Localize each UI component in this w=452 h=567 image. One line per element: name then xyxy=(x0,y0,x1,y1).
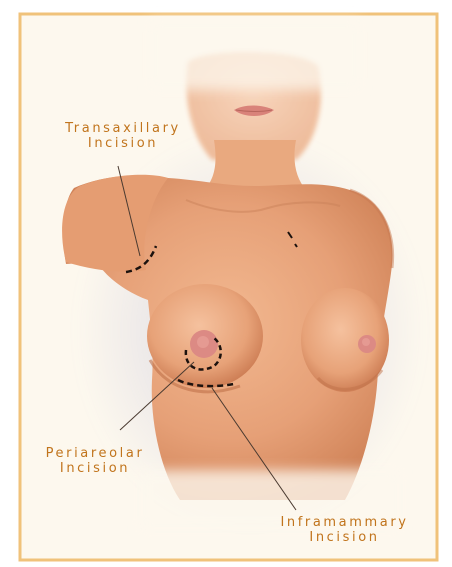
periareolar-label: Periareolar Incision xyxy=(20,446,170,476)
periareolar-label-line-2: Incision xyxy=(20,461,170,476)
periareolar-label-line-1: Periareolar xyxy=(20,446,170,461)
right-nipple xyxy=(362,338,370,346)
transaxillary-label-line-2: Incision xyxy=(28,136,218,151)
inframammary-label: Inframammary Incision xyxy=(252,515,437,545)
left-nipple xyxy=(197,336,209,348)
inframammary-label-line-1: Inframammary xyxy=(252,515,437,530)
face-fade xyxy=(150,20,360,90)
neck xyxy=(204,140,306,190)
transaxillary-label-line-1: Transaxillary xyxy=(28,121,218,136)
inframammary-label-line-2: Incision xyxy=(252,530,437,545)
transaxillary-label: Transaxillary Incision xyxy=(28,121,218,151)
